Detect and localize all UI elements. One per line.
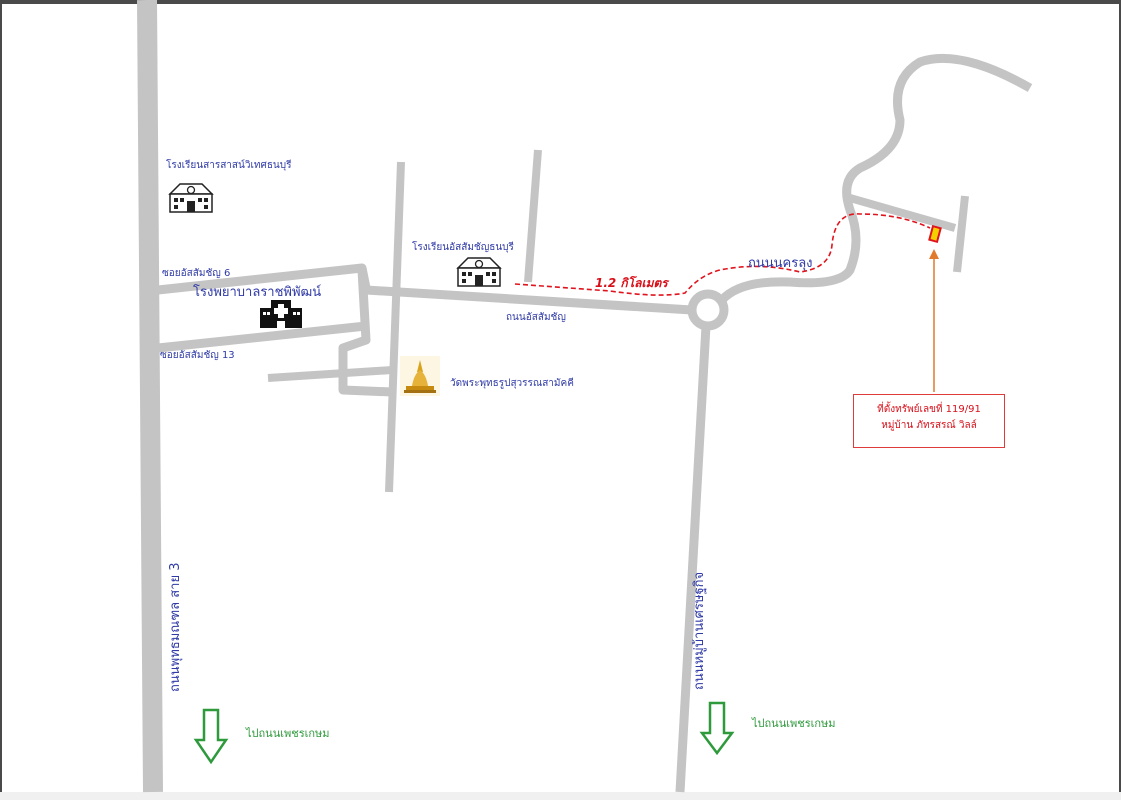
callout-line-2: หมู่บ้าน ภัทรสรณ์ วิลล์ bbox=[881, 420, 977, 431]
road-site-branch bbox=[848, 194, 957, 232]
road-nakhon bbox=[718, 53, 1033, 304]
road-short bbox=[267, 366, 393, 382]
school-2-label: โรงเรียนอัสสัมชัญธนบุรี bbox=[412, 242, 514, 253]
hospital-label: โรงพยาบาลราชพิพัฒน์ bbox=[193, 285, 322, 300]
village-road-label: ถนนหมู่บ้านเศรษฐกิจ bbox=[692, 571, 707, 690]
site-marker bbox=[928, 224, 942, 244]
road-village bbox=[675, 325, 711, 793]
callout-arrow-head bbox=[929, 249, 939, 259]
school-2-icon bbox=[456, 257, 502, 287]
road-phutthamonthon bbox=[137, 0, 163, 793]
road-soi-13 bbox=[157, 321, 367, 353]
distance-label: 1.2 กิโลเมตร bbox=[595, 276, 668, 290]
callout-line-1: ที่ตั้งทรัพย์เลขที่ 119/91 bbox=[877, 404, 981, 415]
school-1-label: โรงเรียนสารสาสน์วิเทศธนบุรี bbox=[166, 160, 292, 171]
road-vertical-2 bbox=[524, 149, 542, 283]
road-site-end bbox=[953, 195, 969, 273]
road-network bbox=[137, 0, 1033, 793]
temple-label: วัดพระพุทธรูปสุวรรณสามัคคี bbox=[450, 378, 574, 389]
site-callout: ที่ตั้งทรัพย์เลขที่ 119/91 หมู่บ้าน ภัทร… bbox=[853, 394, 1005, 448]
school-1-icon bbox=[168, 183, 214, 213]
hospital-icon bbox=[260, 300, 302, 328]
assumption-road-label: ถนนอัสสัมชัญ bbox=[506, 312, 566, 323]
soi-6-label: ซอยอัสสัมชัญ 6 bbox=[162, 268, 231, 279]
road-inner-loop bbox=[338, 269, 393, 397]
direction-left-label: ไปถนนเพชรเกษม bbox=[246, 727, 330, 740]
direction-arrows bbox=[193, 701, 735, 765]
green-arrow-right-icon bbox=[699, 701, 735, 756]
temple-icon bbox=[400, 356, 440, 396]
road-assumption bbox=[365, 285, 693, 315]
page-bottom-strip bbox=[0, 792, 1121, 800]
direction-right-label: ไปถนนเพชรเกษม bbox=[752, 717, 836, 730]
soi-13-label: ซอยอัสสัมชัญ 13 bbox=[160, 350, 235, 361]
green-arrow-left-icon bbox=[193, 708, 229, 765]
road-vertical-1 bbox=[385, 161, 405, 493]
roundabout bbox=[687, 289, 729, 331]
nakhon-road-label: ถนนนครลุง bbox=[748, 256, 813, 271]
phutthamonthon-road-label: ถนนพุทธมณฑล สาย 3 bbox=[168, 562, 183, 693]
distance-route bbox=[514, 213, 931, 296]
